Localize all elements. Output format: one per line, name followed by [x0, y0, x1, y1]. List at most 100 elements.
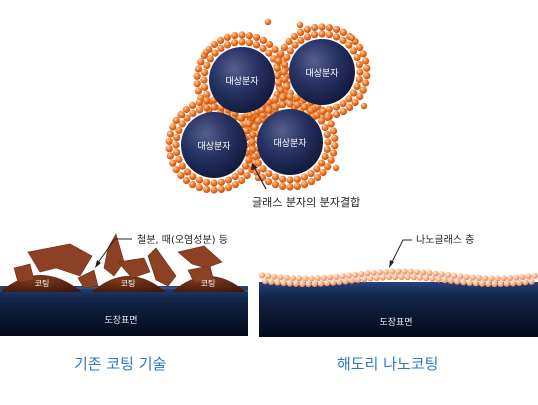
- glass-bead: [314, 173, 322, 182]
- nano-bead: [457, 273, 464, 280]
- glass-bead: [251, 152, 259, 161]
- glass-bead: [225, 184, 233, 192]
- nano-bead: [382, 268, 390, 275]
- glass-bead: [193, 72, 201, 80]
- nano-bead: [299, 280, 306, 288]
- glass-bead: [330, 149, 338, 157]
- nano-callout: 나노글래스 층: [416, 234, 474, 246]
- nano-bead: [327, 274, 334, 281]
- nano-bead: [296, 275, 303, 282]
- nano-callout-leader: [389, 239, 412, 268]
- glass-bead: [258, 106, 266, 114]
- debris-shard: [27, 243, 93, 277]
- glass-bead: [246, 111, 254, 119]
- glass-bead: [327, 156, 335, 164]
- glass-bead: [264, 18, 272, 26]
- nano-coating-panel: 도장표면 나노글래스 층: [258, 234, 538, 337]
- glass-bead: [203, 90, 211, 99]
- glass-bead: [286, 100, 294, 108]
- glass-bead: [177, 171, 185, 180]
- target-molecule: [209, 47, 275, 113]
- glass-bead: [280, 43, 288, 52]
- glass-bead: [194, 87, 202, 95]
- glass-bead: [345, 41, 353, 49]
- glass-bead: [318, 159, 326, 167]
- nano-bead: [345, 272, 352, 279]
- glass-bead: [195, 184, 203, 192]
- target-molecule: [257, 109, 323, 175]
- glass-bead: [283, 53, 291, 62]
- glass-bead: [259, 36, 267, 45]
- glass-bead: [189, 101, 197, 109]
- nano-bead: [367, 275, 374, 282]
- glass-bead: [355, 75, 363, 83]
- glass-bead: [231, 173, 239, 181]
- nano-bead: [497, 280, 504, 287]
- glass-bead: [231, 39, 239, 47]
- glass-bead: [277, 50, 285, 58]
- nano-bead: [286, 280, 293, 287]
- nano-bead: [506, 275, 514, 282]
- glass-bead: [311, 31, 319, 39]
- nano-bead: [466, 279, 473, 286]
- nano-bead: [485, 280, 492, 287]
- glass-bead: [279, 94, 287, 102]
- glass-bead: [273, 72, 281, 80]
- glass-bead: [286, 183, 294, 191]
- glass-bead: [210, 103, 218, 111]
- glass-bead: [271, 95, 279, 103]
- glass-bead: [252, 41, 261, 49]
- iron-dirt-debris: [13, 233, 223, 289]
- glass-bead: [332, 103, 341, 111]
- nano-bead: [323, 280, 331, 287]
- coating-lump: [172, 276, 246, 292]
- nano-bead: [314, 275, 321, 282]
- glass-bead: [321, 152, 329, 161]
- glass-bead: [318, 117, 326, 125]
- glass-bead: [321, 123, 329, 132]
- glass-bead: [169, 159, 177, 167]
- nano-bead: [358, 271, 365, 278]
- nano-bead: [432, 270, 439, 277]
- surface-label-left: 도장표면: [104, 315, 137, 326]
- glass-bead: [259, 44, 267, 53]
- glass-bead: [169, 123, 177, 131]
- glass-bead: [166, 130, 174, 138]
- glass-bead: [254, 159, 262, 167]
- glass-bead: [293, 101, 301, 109]
- nano-bead: [379, 274, 386, 281]
- glass-bead: [238, 38, 246, 46]
- glass-bead: [210, 40, 218, 49]
- glass-bead: [279, 101, 287, 109]
- glass-bead: [333, 111, 341, 119]
- nano-bead: [435, 276, 442, 283]
- glass-bead: [277, 86, 285, 94]
- nano-bead: [500, 275, 507, 282]
- glass-bead: [300, 103, 309, 111]
- glass-bead: [189, 181, 197, 189]
- coating-label: 코팅: [201, 278, 216, 288]
- glass-bead: [223, 41, 232, 49]
- glass-bead: [363, 72, 371, 80]
- glass-bead: [313, 165, 321, 173]
- nano-bead: [336, 279, 343, 286]
- glass-bead: [203, 61, 211, 70]
- coating-lump: [92, 276, 166, 292]
- nano-bead: [429, 275, 436, 282]
- glass-bead: [331, 142, 339, 150]
- debris-callout: 철분, 때(오염성분) 등: [137, 234, 228, 246]
- glass-bead: [265, 49, 273, 57]
- glass-bead: [249, 145, 257, 153]
- glass-bead: [327, 120, 335, 128]
- glass-bead: [224, 176, 233, 184]
- glass-bead: [303, 33, 312, 41]
- nano-bead: [401, 268, 408, 275]
- glass-bead: [231, 31, 239, 40]
- conventional-title: 기존 코팅 기술: [74, 355, 167, 373]
- glass-bead: [311, 24, 319, 32]
- glass-bead: [350, 89, 358, 97]
- glass-bead: [178, 120, 186, 128]
- glass-bead: [285, 37, 293, 46]
